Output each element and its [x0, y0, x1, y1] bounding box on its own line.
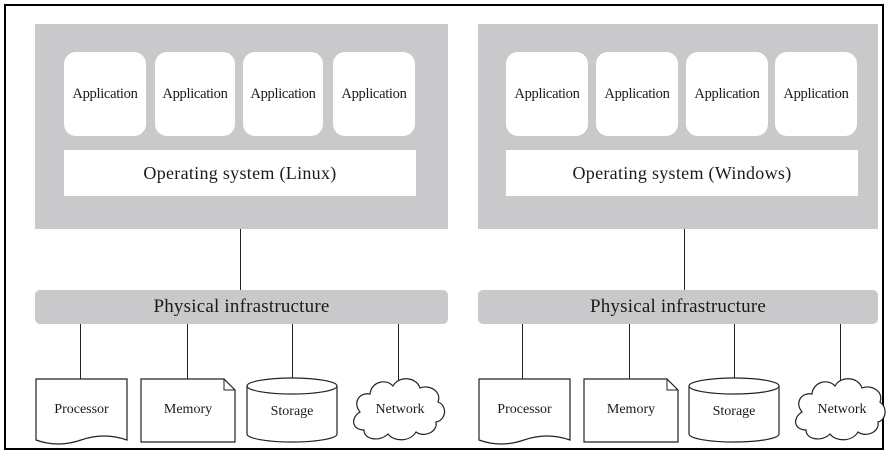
windows-app-4: Application	[775, 52, 857, 136]
windows-storage-label: Storage	[712, 404, 756, 419]
linux-storage-shape	[246, 386, 338, 443]
windows-app-1: Application	[506, 52, 588, 136]
linux-app-4: Application	[333, 52, 415, 136]
windows-memory-shape	[583, 378, 679, 443]
windows-app-3: Application	[686, 52, 768, 136]
linux-network-shape	[353, 378, 446, 441]
linux-connector-processor	[80, 324, 81, 380]
windows-processor-shape	[478, 378, 571, 445]
windows-connector-network	[840, 324, 841, 380]
windows-memory-label: Memory	[606, 402, 656, 417]
linux-processor-label: Processor	[54, 402, 109, 417]
linux-os-box: Operating system (Linux)	[64, 150, 416, 196]
linux-storage-label: Storage	[270, 404, 314, 419]
windows-connector-storage	[734, 324, 735, 380]
linux-network-label: Network	[375, 402, 425, 417]
windows-network-shape	[795, 378, 886, 441]
linux-connector	[240, 229, 241, 290]
linux-processor-shape	[35, 378, 128, 445]
windows-connector-processor	[522, 324, 523, 380]
windows-app-2: Application	[596, 52, 678, 136]
linux-app-3: Application	[243, 52, 323, 136]
linux-connector-memory	[187, 324, 188, 380]
linux-physical-infrastructure: Physical infrastructure	[35, 290, 448, 324]
windows-physical-infrastructure: Physical infrastructure	[478, 290, 878, 324]
windows-os-box: Operating system (Windows)	[506, 150, 858, 196]
windows-network-label: Network	[817, 402, 867, 417]
windows-connector-memory	[629, 324, 630, 380]
linux-connector-storage	[292, 324, 293, 380]
linux-memory-label: Memory	[163, 402, 213, 417]
linux-app-2: Application	[155, 52, 235, 136]
windows-connector	[684, 229, 685, 290]
windows-processor-label: Processor	[497, 402, 552, 417]
windows-storage-shape	[688, 386, 780, 443]
linux-memory-shape	[140, 378, 236, 443]
diagram-frame	[4, 4, 884, 450]
linux-connector-network	[398, 324, 399, 380]
linux-app-1: Application	[64, 52, 146, 136]
